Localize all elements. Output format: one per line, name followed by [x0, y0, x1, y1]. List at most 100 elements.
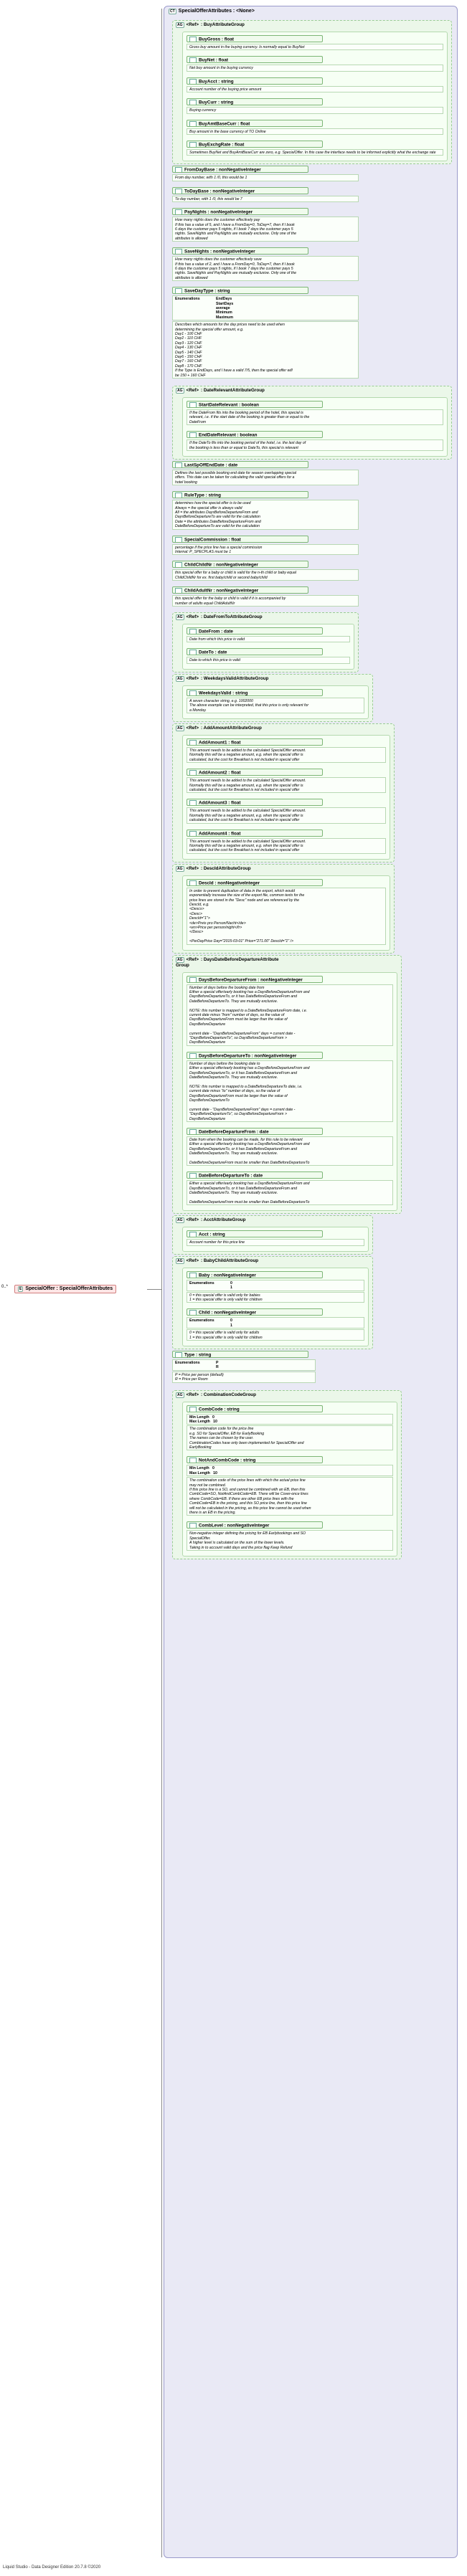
attribute-icon: [189, 37, 197, 42]
days-before-departure-group-item-3[interactable]: DateBeforeDepartureTo : date: [187, 1171, 323, 1179]
mid-attribute-0[interactable]: LastSpOffEndDate : date: [172, 461, 308, 468]
attribute-icon: [189, 1052, 197, 1058]
group-ref-icon: AG: [176, 614, 184, 620]
top-attribute-1-documentation: To day number, with 1 /0, this would be …: [172, 195, 359, 203]
type-attribute[interactable]: Type : string: [172, 1351, 308, 1358]
mid-attribute-1[interactable]: RuleType : string: [172, 491, 308, 499]
add-amount-group-item-0-label: AddAmount1 : float: [199, 740, 241, 746]
add-amount-group-item-3-label: AddAmount4 : float: [199, 831, 241, 837]
date-from-to-group-item-0[interactable]: DateFrom : date: [187, 627, 323, 635]
buy-attribute-group-item-2-documentation: Account number of the buying price amoun…: [187, 85, 443, 93]
combination-code-group-item-2-documentation: Non-negative integer defining the pricin…: [187, 1530, 393, 1551]
group-name: : CombinationCodeGroup: [201, 1392, 256, 1397]
add-amount-group-item-1[interactable]: AddAmount2 : float: [187, 769, 323, 776]
type-attribute-label: Type : string: [184, 1352, 212, 1358]
enum-value: 1: [230, 1323, 232, 1328]
baby-child-group-item-0-label: Baby : nonNegativeInteger: [199, 1273, 256, 1278]
group-ref-icon: AG: [176, 726, 184, 731]
mid-attribute-4[interactable]: ChildAdultNr : nonNegativeInteger: [172, 586, 308, 594]
attribute-icon: [175, 1352, 182, 1357]
group-ref-icon: AG: [176, 1258, 184, 1264]
acct-group-item-0[interactable]: Acct : string: [187, 1230, 323, 1238]
complex-type-icon: CT: [169, 9, 176, 14]
acct-group-item-0-label: Acct : string: [199, 1232, 225, 1238]
add-amount-group-item-0-documentation: This amount needs to be added to the cal…: [187, 747, 386, 764]
days-before-departure-group-item-0[interactable]: DaysBeforeDepartureFrom : nonNegativeInt…: [187, 975, 323, 983]
save-day-type[interactable]: SaveDayType : string: [172, 287, 308, 295]
mid-attribute-2-documentation: percentage if the price line has a speci…: [172, 543, 359, 556]
buy-attribute-group-item-0[interactable]: BuyGross : float: [187, 35, 323, 42]
days-before-departure-group-item-0-documentation: Number of days before the booking date f…: [187, 984, 393, 1046]
buy-attribute-group-item-5[interactable]: BuyExchgRate : float: [187, 141, 323, 148]
date-relevant-group-item-1[interactable]: EndDateRelevant : boolean: [187, 431, 323, 439]
group-ref-icon: AG: [176, 865, 184, 872]
combination-code-group-item-2[interactable]: CombLevel : nonNegativeInteger: [187, 1521, 323, 1529]
buy-attribute-group-item-1-label: BuyNet : float: [199, 58, 228, 64]
date-from-to-group-item-1[interactable]: DateTo : date: [187, 648, 323, 656]
connector-vertical: [161, 9, 162, 2557]
days-before-departure-group-item-0-label: DaysBeforeDepartureFrom : nonNegativeInt…: [199, 977, 303, 983]
attribute-icon: [189, 830, 197, 836]
attribute-icon: [175, 188, 182, 194]
days-before-departure-group-item-3-documentation: Either a special offer/early booking has…: [187, 1180, 393, 1206]
top-attribute-3[interactable]: SaveNights : nonNegativeInteger: [172, 247, 308, 255]
top-attribute-1[interactable]: ToDayBase : nonNegativeInteger: [172, 186, 308, 194]
footer-credit: Liquid Studio - Data Designer Edition 20…: [3, 2565, 101, 2570]
combination-code-group-item-2-label: CombLevel : nonNegativeInteger: [199, 1524, 270, 1529]
group-name: : BuyAttributeGroup: [201, 22, 245, 27]
buy-attribute-group-item-3[interactable]: BuyCurr : string: [187, 98, 323, 106]
group-name: : BabyChildAttributeGroup: [201, 1258, 259, 1263]
buy-attribute-group-item-2[interactable]: BuyAcct : string: [187, 77, 323, 85]
mid-attribute-2[interactable]: SpecialCommission : float: [172, 535, 308, 543]
group-name: : AddAmountAttributeGroup: [201, 726, 262, 731]
desc-id-group-item-0[interactable]: DescId : nonNegativeInteger: [187, 878, 323, 886]
ref-tag: <Ref>: [186, 1392, 199, 1397]
days-before-departure-group-item-2-label: DateBeforeDepartureFrom : date: [199, 1129, 269, 1135]
days-before-departure-group-item-2[interactable]: DateBeforeDepartureFrom : date: [187, 1128, 323, 1135]
combination-code-group-item-0[interactable]: CombCode : string: [187, 1405, 323, 1412]
add-amount-group-item-2[interactable]: AddAmount3 : float: [187, 799, 323, 807]
attribute-icon: [189, 1310, 197, 1316]
date-relevant-group-item-1-label: EndDateRelevant : boolean: [199, 432, 258, 438]
combination-code-group-item-1[interactable]: NotAndCombCode : string: [187, 1456, 323, 1464]
mid-attribute-4-label: ChildAdultNr : nonNegativeInteger: [184, 588, 259, 594]
top-attribute-2[interactable]: PayNights : nonNegativeInteger: [172, 208, 308, 216]
save-day-type-label: SaveDayType : string: [184, 288, 230, 294]
save-day-type-documentation: Describes which amounts for the day pric…: [172, 321, 359, 379]
top-attribute-0[interactable]: FromDayBase : nonNegativeInteger: [172, 166, 308, 174]
add-amount-group-item-0[interactable]: AddAmount1 : float: [187, 738, 323, 746]
mid-attribute-1-label: RuleType : string: [184, 493, 221, 498]
date-relevant-group-item-0[interactable]: StartDateRelevant : boolean: [187, 401, 323, 408]
mid-attribute-3[interactable]: ChildChildNr : nonNegativeInteger: [172, 561, 308, 569]
desc-id-group-item-0-label: DescId : nonNegativeInteger: [199, 880, 260, 886]
ref-tag: <Ref>: [186, 675, 199, 681]
ref-tag: <Ref>: [186, 614, 199, 619]
days-before-departure-group-item-1-label: DaysBeforeDepartureTo : nonNegativeInteg…: [199, 1053, 297, 1059]
attribute-icon: [189, 650, 197, 655]
buy-attribute-group-item-1-documentation: Net buy amount in the buying currency: [187, 65, 443, 72]
baby-child-group-item-1[interactable]: Child : nonNegativeInteger: [187, 1308, 323, 1316]
buy-attribute-group-item-1[interactable]: BuyNet : float: [187, 56, 323, 64]
enum-value: EndDays: [216, 297, 232, 302]
attribute-icon: [175, 536, 182, 542]
buy-attribute-group-item-4[interactable]: BuyAmtBaseCurr : float: [187, 119, 323, 127]
top-attribute-0-label: FromDayBase : nonNegativeInteger: [184, 168, 261, 174]
days-before-departure-group-item-1[interactable]: DaysBeforeDepartureTo : nonNegativeInteg…: [187, 1051, 323, 1059]
weekdays-valid-group-item-0[interactable]: WeekdaysValid : string: [187, 688, 323, 696]
group-name: : DateRelevantAttributeGroup: [201, 388, 265, 393]
attribute-icon: [189, 740, 197, 745]
add-amount-group-item-3-documentation: This amount needs to be added to the cal…: [187, 837, 386, 854]
attribute-icon: [175, 493, 182, 498]
attribute-icon: [175, 588, 182, 594]
add-amount-group-item-3[interactable]: AddAmount4 : float: [187, 829, 323, 837]
attribute-icon: [189, 690, 197, 695]
attribute-icon: [175, 167, 182, 173]
ref-tag: <Ref>: [186, 956, 199, 962]
group-ref-icon: AG: [176, 675, 184, 682]
mid-attribute-0-documentation: Defines the last possible booking end da…: [172, 470, 359, 486]
baby-child-group-item-0[interactable]: Baby : nonNegativeInteger: [187, 1270, 323, 1278]
attribute-icon: [189, 1458, 197, 1463]
buy-attribute-group-item-2-label: BuyAcct : string: [199, 79, 234, 85]
